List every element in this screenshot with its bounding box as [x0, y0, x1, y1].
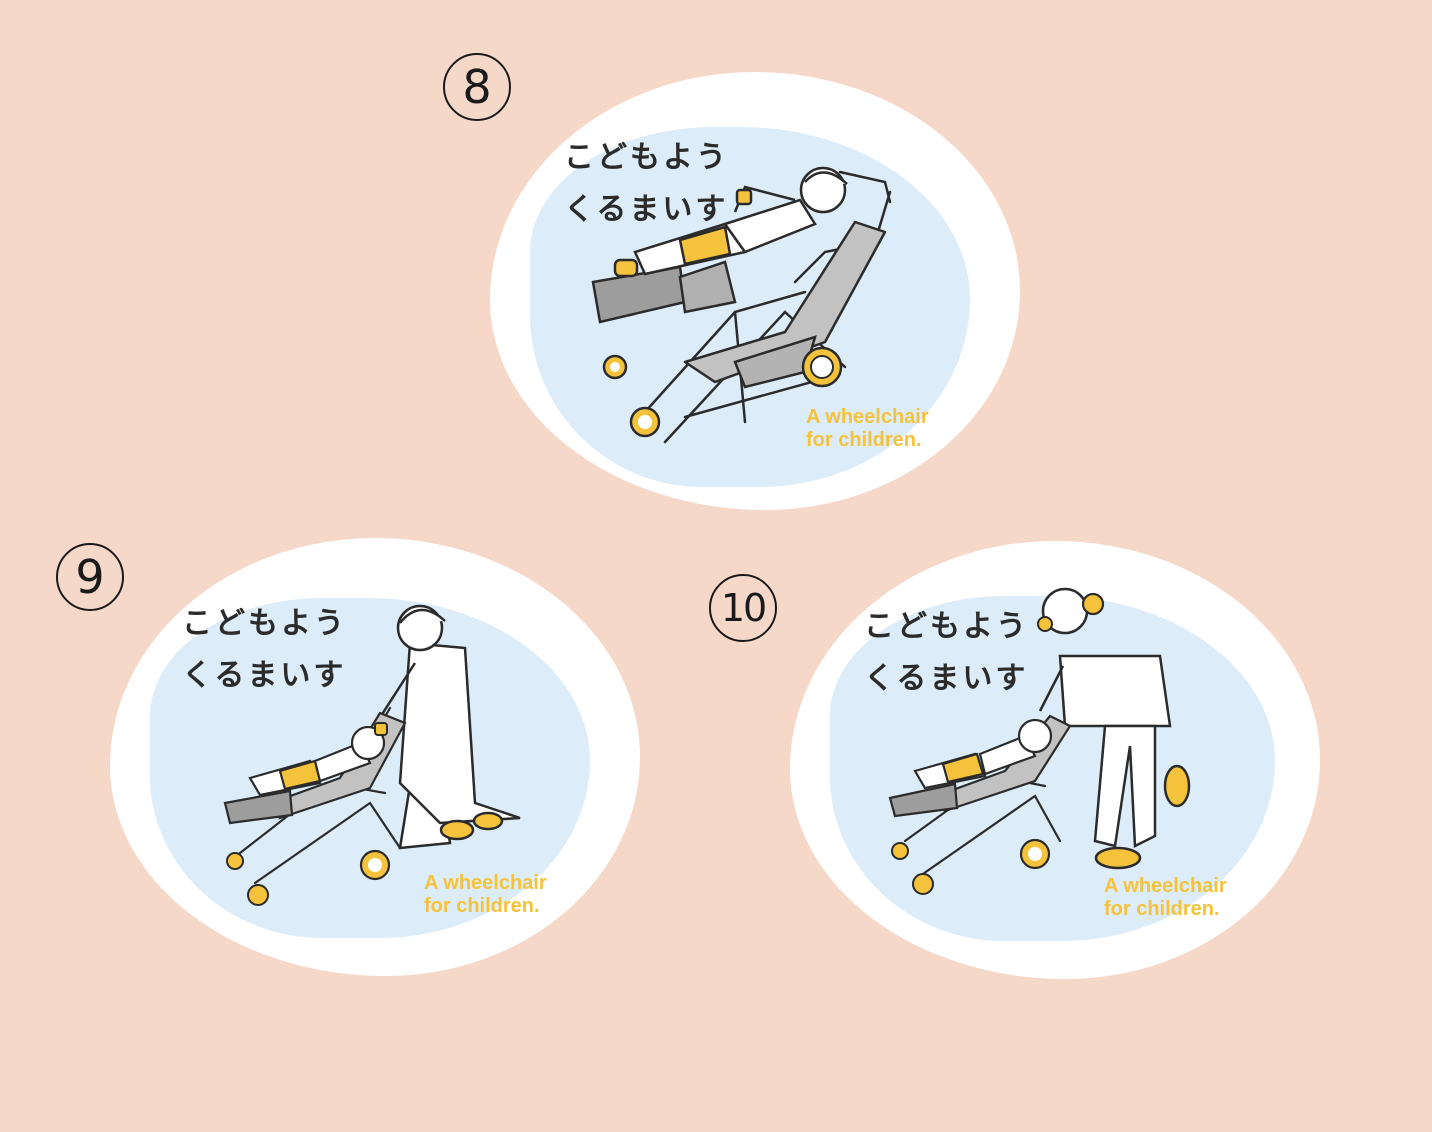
sticker-number: 8	[462, 60, 492, 114]
sticker-number: 10	[720, 586, 767, 630]
title-line-2: くるまいす	[864, 661, 1029, 696]
caregiver-pushing-wheelchair-illustration	[888, 587, 1191, 895]
sticker-number: 9	[75, 550, 105, 604]
child-in-wheelchair-illustration	[591, 166, 892, 444]
sticker-number-badge: 10	[709, 574, 777, 642]
sticker-number-badge: 8	[443, 53, 511, 121]
sticker-card: こどもよう くるまいす A whee	[490, 72, 1020, 510]
japanese-title: こどもよう くるまいす	[864, 601, 1029, 705]
caregiver-pushing-wheelchair-illustration	[223, 604, 521, 906]
caption-line-1: A wheelchair	[1104, 875, 1227, 897]
title-line-1: こどもよう	[864, 609, 1029, 644]
caption-line-2: for children.	[806, 429, 922, 451]
english-caption: A wheelchair for children.	[1104, 875, 1227, 921]
english-caption: A wheelchair for children.	[806, 406, 929, 452]
caption-line-1: A wheelchair	[424, 872, 547, 894]
sticker-card: こどもよう くるまいす A wheelchair for children.	[110, 538, 640, 976]
japanese-title: こどもよう くるまいす	[182, 598, 347, 702]
title-line-1: こどもよう	[564, 140, 729, 175]
title-line-2: くるまいす	[182, 658, 347, 693]
caption-line-1: A wheelchair	[806, 406, 929, 428]
sticker-card: こどもよう くるまいす A wheelchair for children.	[790, 541, 1320, 979]
background-blob	[830, 596, 1275, 941]
title-line-2: くるまいす	[564, 192, 729, 227]
sticker-number-badge: 9	[56, 543, 124, 611]
caption-line-2: for children.	[1104, 898, 1220, 920]
japanese-title: こどもよう くるまいす	[564, 132, 729, 236]
title-line-1: こどもよう	[182, 606, 347, 641]
caption-line-2: for children.	[424, 895, 540, 917]
english-caption: A wheelchair for children.	[424, 872, 547, 918]
